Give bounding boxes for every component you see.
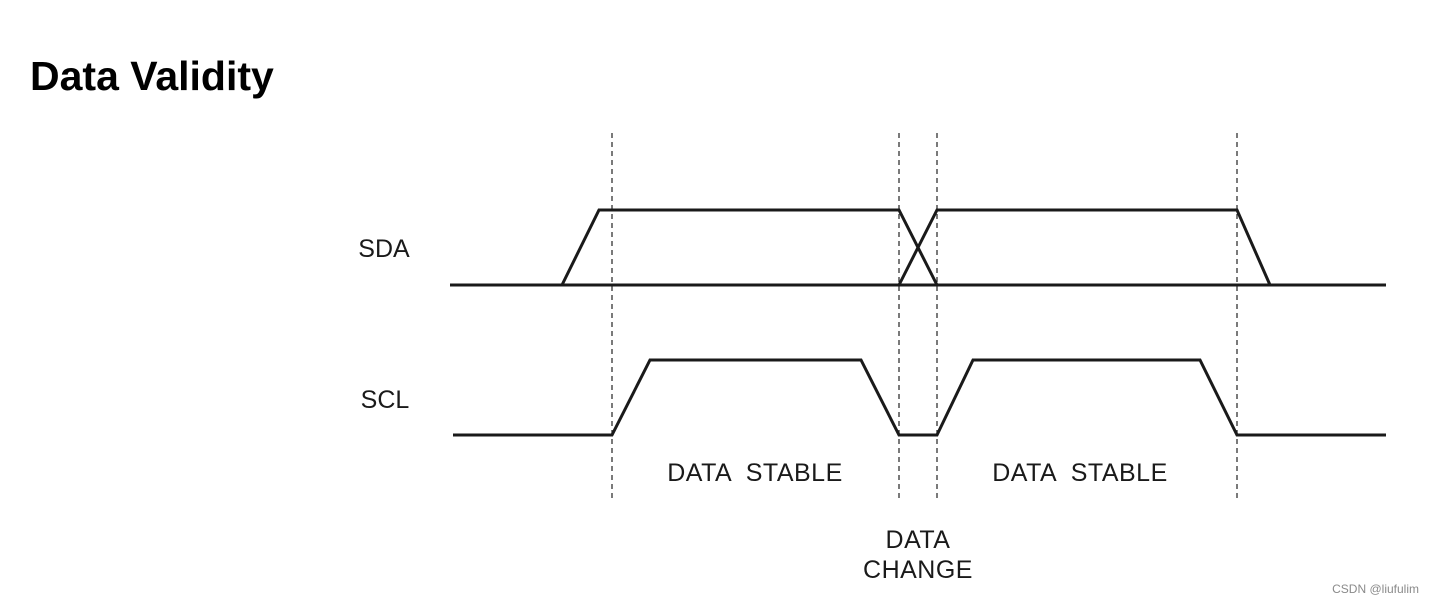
page-title: Data Validity <box>30 53 274 99</box>
data-stable-label-1: DATA STABLE <box>667 459 843 487</box>
sda-waveform <box>450 208 1386 287</box>
data-change-label-line1: DATA <box>886 526 951 554</box>
sda-label: SDA <box>358 235 410 263</box>
watermark: CSDN @liufulim <box>1332 582 1419 596</box>
data-change-label-line2: CHANGE <box>863 556 973 584</box>
scl-waveform <box>453 358 1386 437</box>
sda-pulse-2 <box>897 208 1272 286</box>
data-stable-label-2: DATA STABLE <box>992 459 1168 487</box>
scl-label: SCL <box>361 386 410 414</box>
sda-pulse-1 <box>560 208 939 286</box>
timing-guides <box>611 133 1238 502</box>
